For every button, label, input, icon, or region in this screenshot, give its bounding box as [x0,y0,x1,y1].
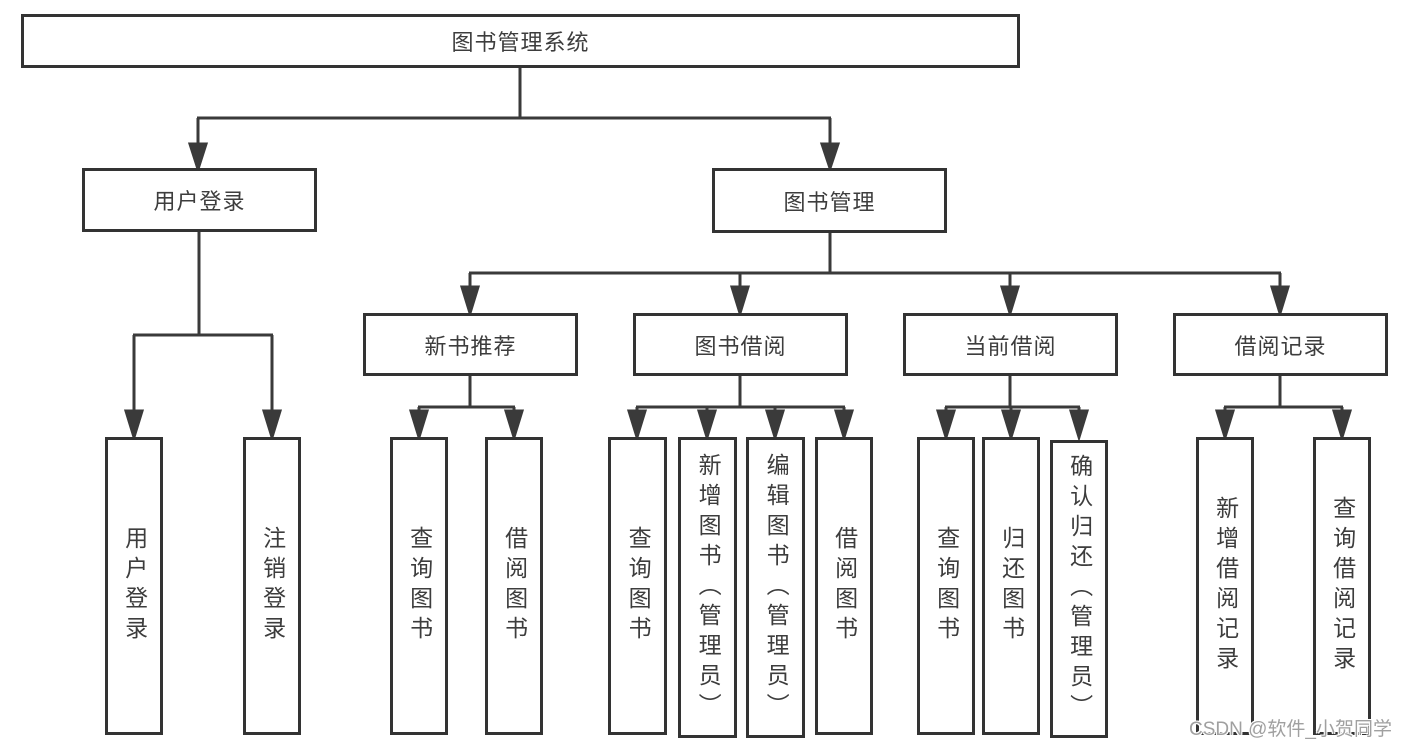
node-label: 图书管理系统 [451,30,590,55]
connector-userlogin-to-leaves [123,232,283,443]
leaf-borrow-books-recommend: 借阅图书 [485,437,543,735]
node-label: 用户登录 [153,189,246,214]
arrowhead-icon [123,409,145,443]
node-book-borrow: 图书借阅 [633,313,848,376]
leaf-add-books-admin: 新增图书（管理员） [678,437,737,738]
node-book-management: 图书管理 [712,168,947,233]
arrowhead-icon [1331,409,1353,443]
node-label: 新增图书（管理员） [695,452,722,723]
connector-borrow-to-leaves [626,376,855,443]
connector-current-to-leaves [935,376,1090,443]
node-label: 注销登录 [259,526,286,646]
leaf-confirm-return-admin: 确认归还（管理员） [1050,440,1108,738]
leaf-borrow-books: 借阅图书 [815,437,873,735]
arrowhead-icon [764,409,786,443]
node-label: 查询图书 [933,526,960,646]
node-label: 借阅图书 [501,526,528,646]
node-label: 用户登录 [121,526,148,646]
arrowhead-icon [459,285,481,319]
leaf-query-borrow-record: 查询借阅记录 [1313,437,1371,735]
node-label: 新书推荐 [424,333,517,359]
node-new-book-recommend: 新书推荐 [363,313,578,376]
arrowhead-icon [261,409,283,443]
arrowhead-icon [1000,409,1022,443]
connector-root-to-level2 [187,68,841,174]
leaf-query-books-recommend: 查询图书 [390,437,448,735]
arrowhead-icon [1214,409,1236,443]
arrowhead-icon [1269,285,1291,319]
arrowhead-icon [503,409,525,443]
node-label: 当前借阅 [964,333,1057,359]
arrowhead-icon [1068,409,1090,443]
leaf-add-borrow-record: 新增借阅记录 [1196,437,1254,735]
leaf-user-login: 用户登录 [105,437,163,735]
node-user-login-group: 用户登录 [82,168,317,232]
leaf-query-books-current: 查询图书 [917,437,975,735]
arrowhead-icon [833,409,855,443]
arrowhead-icon [696,409,718,443]
arrowhead-icon [999,285,1021,319]
node-current-borrow: 当前借阅 [903,313,1118,376]
node-label: 查询图书 [625,526,652,646]
node-label: 编辑图书（管理员） [763,452,790,723]
arrowhead-icon [187,142,209,174]
node-label: 归还图书 [998,526,1025,646]
node-label: 图书管理 [783,189,876,215]
leaf-logout: 注销登录 [243,437,301,735]
connector-newbooks-to-leaves [408,376,525,443]
node-label: 查询图书 [406,526,433,646]
leaf-query-books-borrow: 查询图书 [608,437,667,735]
node-label: 新增借阅记录 [1212,496,1239,676]
node-label: 查询借阅记录 [1329,496,1356,676]
arrowhead-icon [729,285,751,319]
leaf-edit-books-admin: 编辑图书（管理员） [746,437,805,738]
arrowhead-icon [408,409,430,443]
csdn-watermark: CSDN @软件_小贺同学 [1189,719,1392,740]
arrowhead-icon [626,409,648,443]
connector-bookmgmt-to-level3 [459,233,1291,319]
node-label: 借阅图书 [831,526,858,646]
leaf-return-books: 归还图书 [982,437,1040,735]
node-borrow-records: 借阅记录 [1173,313,1388,376]
arrowhead-icon [935,409,957,443]
node-label: 借阅记录 [1234,333,1327,359]
arrowhead-icon [819,142,841,173]
node-label: 图书借阅 [694,333,787,359]
connector-records-to-leaves [1214,376,1353,443]
node-label: 确认归还（管理员） [1066,454,1093,724]
node-root-system: 图书管理系统 [21,14,1020,68]
